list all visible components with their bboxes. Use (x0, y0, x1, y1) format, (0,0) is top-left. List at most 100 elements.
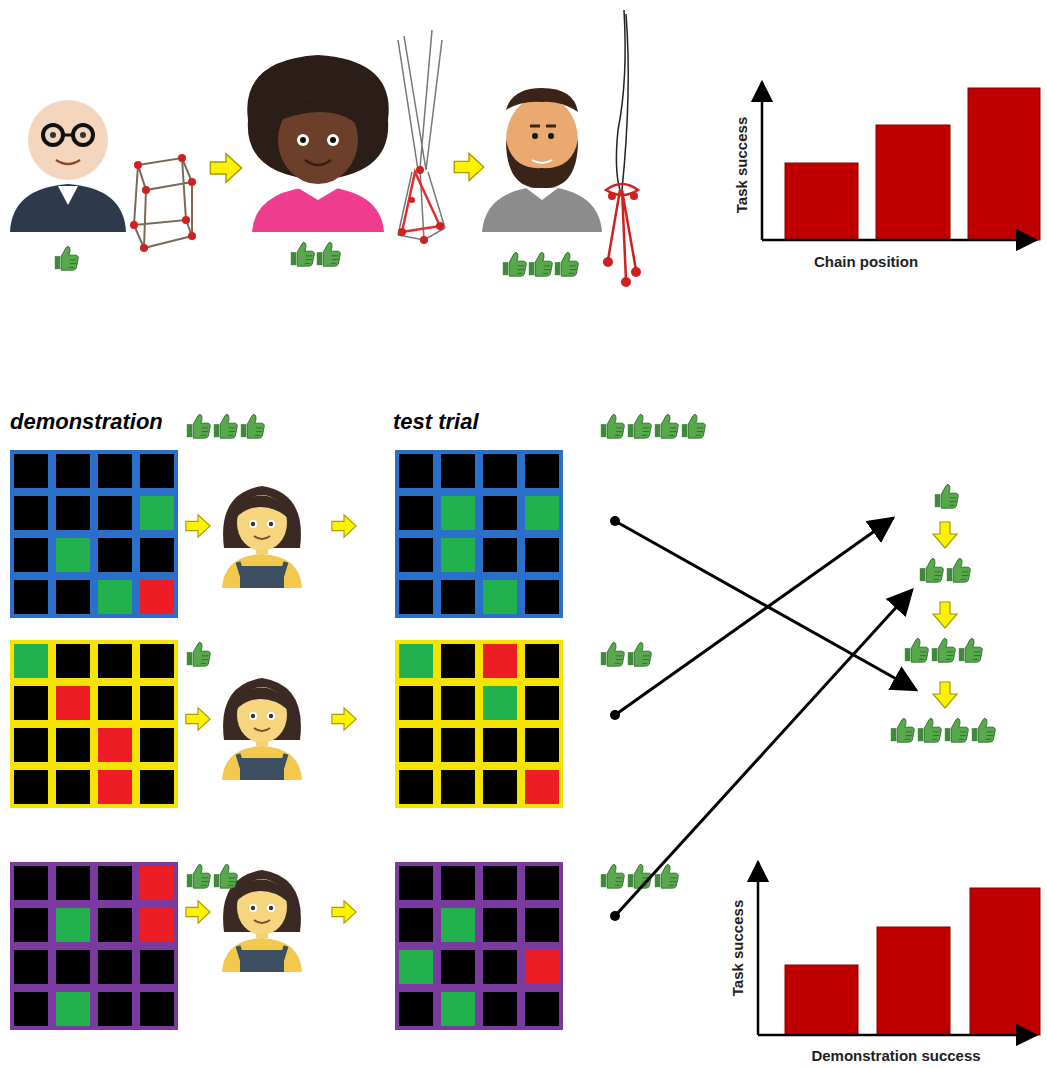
grid-cell (441, 538, 475, 572)
thumb-icon (214, 864, 238, 888)
grid-cell (140, 686, 174, 720)
grid-cell (14, 538, 48, 572)
section-heading: demonstration (10, 410, 163, 434)
grid-cell (441, 454, 475, 488)
thumb-icon (959, 638, 983, 662)
grid-cell (140, 770, 174, 804)
person-bearded (482, 88, 602, 232)
grid-cell (98, 644, 132, 678)
grid-cell (56, 538, 90, 572)
grid-cell (525, 580, 559, 614)
grid-cell (14, 992, 48, 1026)
grid-cell (441, 496, 475, 530)
grid-cell (140, 908, 174, 942)
grid-cell (525, 770, 559, 804)
grid-cell (14, 686, 48, 720)
grid-cell (483, 686, 517, 720)
grid-cell (525, 950, 559, 984)
chart-chain (762, 82, 1040, 240)
thumb-icon (891, 718, 915, 742)
grid-cell (399, 538, 433, 572)
grid-cell (98, 496, 132, 530)
thumb-icons (187, 414, 996, 888)
grid-cell (399, 950, 433, 984)
grid-cell (483, 992, 517, 1026)
grid-frame (395, 640, 563, 808)
grid-cell (140, 866, 174, 900)
thumb-icon (601, 642, 625, 666)
grid-cell (140, 644, 174, 678)
thumb-icon (972, 718, 996, 742)
grid-cell (525, 644, 559, 678)
grid-cell (98, 992, 132, 1026)
grid-cell (98, 908, 132, 942)
person-afro (247, 55, 388, 232)
grid-cell (56, 644, 90, 678)
thumb-icon (920, 558, 944, 582)
grid-cell (56, 770, 90, 804)
ranking-arrows (610, 516, 957, 921)
grid-cell (140, 728, 174, 762)
grid-cell (14, 908, 48, 942)
grid-cell (56, 866, 90, 900)
grid-cell (98, 538, 132, 572)
grid-cell (56, 908, 90, 942)
grid-cell (140, 496, 174, 530)
grid-cell (98, 950, 132, 984)
thumb-icon (945, 718, 969, 742)
grid-cell (56, 496, 90, 530)
grid-cell (525, 538, 559, 572)
grid-cell (98, 770, 132, 804)
grid-cell (483, 496, 517, 530)
grid-cell (14, 496, 48, 530)
grid-cell (483, 866, 517, 900)
thumb-icon (601, 414, 625, 438)
grid-frame (10, 450, 178, 618)
thumb-icon (682, 414, 706, 438)
grid-cell (525, 992, 559, 1026)
grid-cell (140, 538, 174, 572)
grid-cell (98, 580, 132, 614)
grid-cell (483, 950, 517, 984)
thumb-icon (655, 414, 679, 438)
grid-cell (441, 770, 475, 804)
learners (186, 486, 356, 972)
grid-cell (525, 686, 559, 720)
grid-cell (441, 580, 475, 614)
grid-cell (14, 950, 48, 984)
grid-cell (399, 728, 433, 762)
tower-1 (130, 154, 196, 252)
grid-cell (56, 580, 90, 614)
grid-cell (483, 728, 517, 762)
grid-cell (56, 728, 90, 762)
thumb-icon (628, 414, 652, 438)
axis-label: Task success (734, 117, 751, 213)
chart-demo (758, 862, 1040, 1035)
grids (10, 450, 563, 1030)
thumb-icon (628, 864, 652, 888)
grid-cell (441, 992, 475, 1026)
thumb-icon (214, 414, 238, 438)
tower-2 (398, 30, 445, 244)
axis-label: Chain position (814, 254, 918, 271)
thumb-icon (628, 642, 652, 666)
thumb-icon (601, 864, 625, 888)
grid-cell (56, 686, 90, 720)
grid-cell (14, 454, 48, 488)
grid-frame (10, 640, 178, 808)
grid-cell (140, 454, 174, 488)
grid-cell (56, 992, 90, 1026)
grid-cell (98, 454, 132, 488)
grid-cell (525, 908, 559, 942)
grid-cell (399, 908, 433, 942)
grid-frame (10, 862, 178, 1030)
grid-cell (98, 866, 132, 900)
grid-cell (399, 992, 433, 1026)
thumb-icon (187, 642, 211, 666)
grid-cell (441, 950, 475, 984)
grid-cell (483, 538, 517, 572)
grid-cell (441, 644, 475, 678)
grid-cell (483, 580, 517, 614)
axis-label: Demonstration success (811, 1048, 980, 1065)
